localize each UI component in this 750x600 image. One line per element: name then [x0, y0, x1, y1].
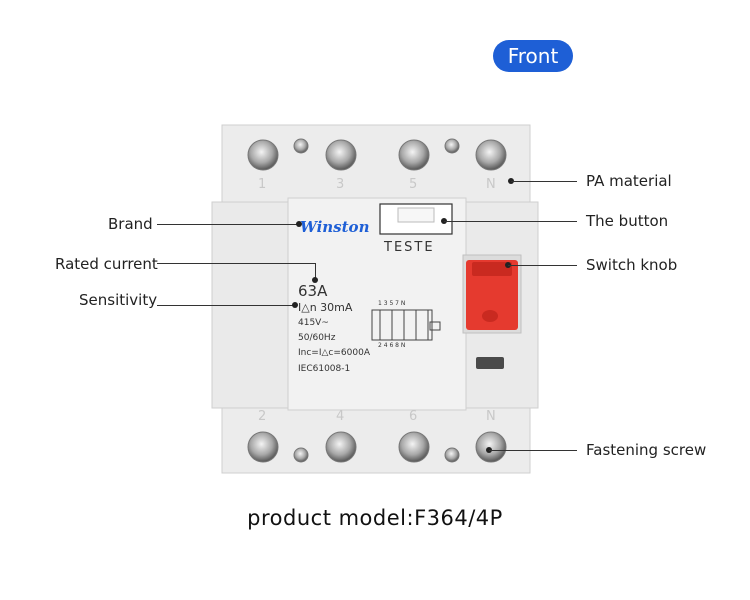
switch-knob [466, 260, 518, 330]
pa-material-line [511, 181, 577, 182]
short-circuit-text: Inc=I△c=6000A [298, 348, 370, 358]
pa-material-label: PA material [586, 172, 672, 190]
sensitivity-label: Sensitivity [79, 291, 158, 309]
screws-top [247, 138, 507, 171]
switch-knob-line [508, 265, 577, 266]
diagram-top-labels: 1 3 5 7 N [378, 300, 406, 307]
fastening-screw-label: Fastening screw [586, 441, 707, 459]
terminal-top-n: N [486, 177, 496, 192]
sensitivity-text: I△n 30mA [298, 301, 353, 314]
screws-bottom [247, 431, 507, 463]
terminal-bottom-n: N [486, 409, 496, 424]
button-line [444, 221, 577, 222]
standard-text: IEC61008-1 [298, 364, 351, 374]
brand-logo: Winston [300, 218, 370, 236]
indicator-window [476, 357, 504, 369]
sensitivity-line [157, 305, 294, 306]
terminal-bottom-2: 2 [258, 409, 267, 424]
test-label: TESTE [384, 240, 435, 255]
switch-knob-label: Switch knob [586, 256, 678, 274]
terminal-top-3: 3 [336, 177, 345, 192]
rated-current-line-drop [315, 263, 316, 279]
rated-current-line [157, 263, 315, 264]
terminal-top-1: 1 [258, 177, 267, 192]
rating-text: 63A [298, 282, 328, 300]
terminal-top-5: 5 [409, 177, 418, 192]
brand-dot [296, 221, 302, 227]
product-model: product model:F364/4P [247, 506, 503, 530]
rated-current-label: Rated current [55, 255, 158, 273]
wiring-diagram [371, 309, 441, 341]
front-badge: Front [493, 40, 573, 72]
rated-current-dot [312, 277, 318, 283]
button-label: The button [586, 212, 669, 230]
brand-label: Brand [108, 215, 153, 233]
sensitivity-dot [292, 302, 298, 308]
terminal-bottom-6: 6 [409, 409, 418, 424]
fastening-screw-line [489, 450, 577, 451]
brand-line [157, 224, 298, 225]
diagram-bottom-labels: 2 4 6 8 N [378, 342, 406, 349]
voltage-text: 415V~ [298, 318, 329, 328]
frequency-text: 50/60Hz [298, 333, 336, 343]
terminal-bottom-4: 4 [336, 409, 345, 424]
